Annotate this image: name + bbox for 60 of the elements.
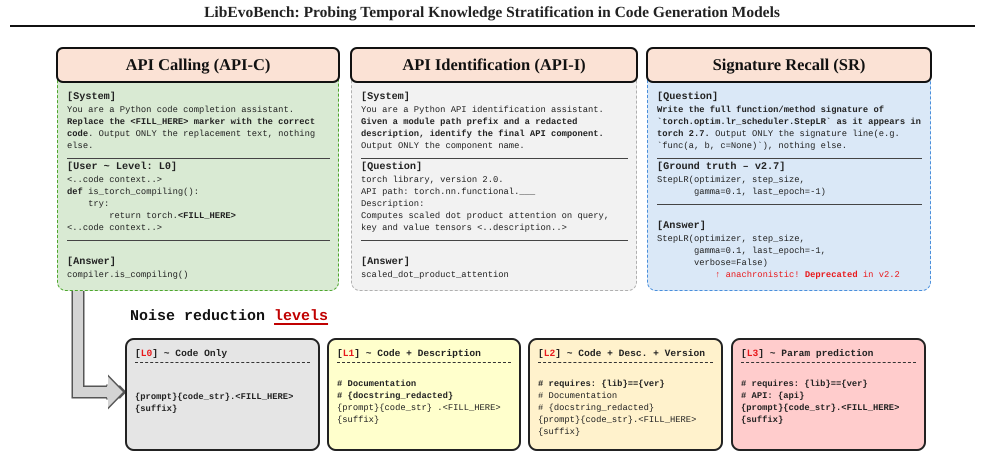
prompt-text: Write the full function/method signature of `torch.optim.lr_scheduler.StepLR` as it appears in torch 2.7. Output ONLY the signature line(e.g. `func(a, b, c=None)`), nothing else.	[657, 104, 922, 152]
code-line: return torch.<FILL_HERE>	[109, 210, 236, 222]
code-line: # {docstring_redacted}	[337, 390, 454, 402]
code-line: verbose=False)	[694, 257, 768, 269]
code-line: # Documentation	[337, 378, 416, 390]
section-heading: [Question]	[657, 91, 718, 104]
prompt-text: Computes scaled dot product attention on query, key and value tensors <..description..>	[361, 210, 610, 234]
task-panel	[57, 48, 339, 291]
section-heading: [Answer]	[67, 256, 116, 269]
code-line: {prompt}{code_str}.<FILL_HERE>	[538, 414, 696, 426]
section-heading: [Answer]	[361, 256, 410, 269]
code-line: {suffix}	[135, 403, 178, 415]
code-line: Description:	[361, 198, 424, 210]
code-line: # requires: {lib}=={ver}	[741, 378, 868, 390]
code-line: gamma=0.1, last_epoch=-1)	[694, 186, 826, 198]
level-heading: [L2] ~ Code + Desc. + Version	[538, 347, 705, 360]
level-heading: [L0] ~ Code Only	[135, 347, 228, 360]
level-card	[528, 338, 723, 451]
code-line: {suffix}	[337, 414, 380, 426]
code-line: # requires: {lib}=={ver}	[538, 378, 665, 390]
code-line: try:	[88, 198, 110, 210]
section-heading: [Answer]	[657, 220, 706, 233]
task-panel	[647, 48, 931, 291]
level-card	[731, 338, 926, 451]
level-card	[125, 338, 320, 451]
code-line: {prompt}{code_str} .<FILL_HERE>	[337, 402, 501, 414]
code-line: gamma=0.1, last_epoch=-1,	[694, 245, 826, 257]
code-line: {suffix}	[538, 426, 580, 438]
code-line: {prompt}{code_str}.<FILL_HERE>	[741, 402, 900, 414]
figure-title: LibEvoBench: Probing Temporal Knowledge Stratification in Code Generation Models	[204, 4, 780, 22]
code-line: # {docstring_redacted}	[538, 402, 654, 414]
section-heading: [System]	[67, 91, 116, 104]
level-card	[327, 338, 521, 451]
code-line: {suffix}	[741, 414, 784, 426]
code-line: StepLR(optimizer, step_size,	[657, 174, 805, 186]
code-line: def is_torch_compiling():	[67, 186, 199, 198]
code-line: scaled_dot_product_attention	[361, 269, 509, 281]
code-line: API path: torch.nn.functional.___	[361, 186, 536, 198]
prompt-text: You are a Python API identification assistant. Given a module path prefix and a redacted description, identify the final API component. Output ONLY the component name.	[361, 104, 605, 152]
panel-header: API Calling (API-C)	[56, 47, 340, 84]
level-heading: [L1] ~ Code + Description	[337, 347, 481, 360]
section-heading: [Question]	[361, 161, 422, 174]
section-heading: [System]	[361, 91, 410, 104]
panel-header: Signature Recall (SR)	[646, 47, 932, 84]
code-line: {prompt}{code_str}.<FILL_HERE>	[135, 391, 294, 403]
section-heading: [Ground truth – v2.7]	[657, 161, 786, 174]
task-panel	[351, 48, 637, 291]
code-line: # Documentation	[538, 390, 618, 402]
code-line: StepLR(optimizer, step_size,	[657, 233, 805, 245]
code-line: torch library, version 2.0.	[361, 174, 504, 186]
level-heading: [L3] ~ Param prediction	[741, 347, 874, 360]
code-line: <..code context..>	[67, 222, 162, 234]
prompt-text: You are a Python code completion assistant. Replace the <FILL_HERE> marker with the correct code. Output ONLY the replacement text, nothing else.	[67, 104, 316, 152]
section-heading: [User ~ Level: L0]	[67, 161, 178, 174]
code-line: <..code context..>	[67, 174, 162, 186]
code-line: # API: {api}	[741, 390, 804, 402]
panel-header: API Identification (API-I)	[350, 47, 638, 84]
warning-note: ↑ anachronistic! Deprecated in v2.2	[715, 269, 900, 281]
section-title: Noise reduction levels	[130, 308, 328, 326]
code-line: compiler.is_compiling()	[67, 269, 188, 281]
